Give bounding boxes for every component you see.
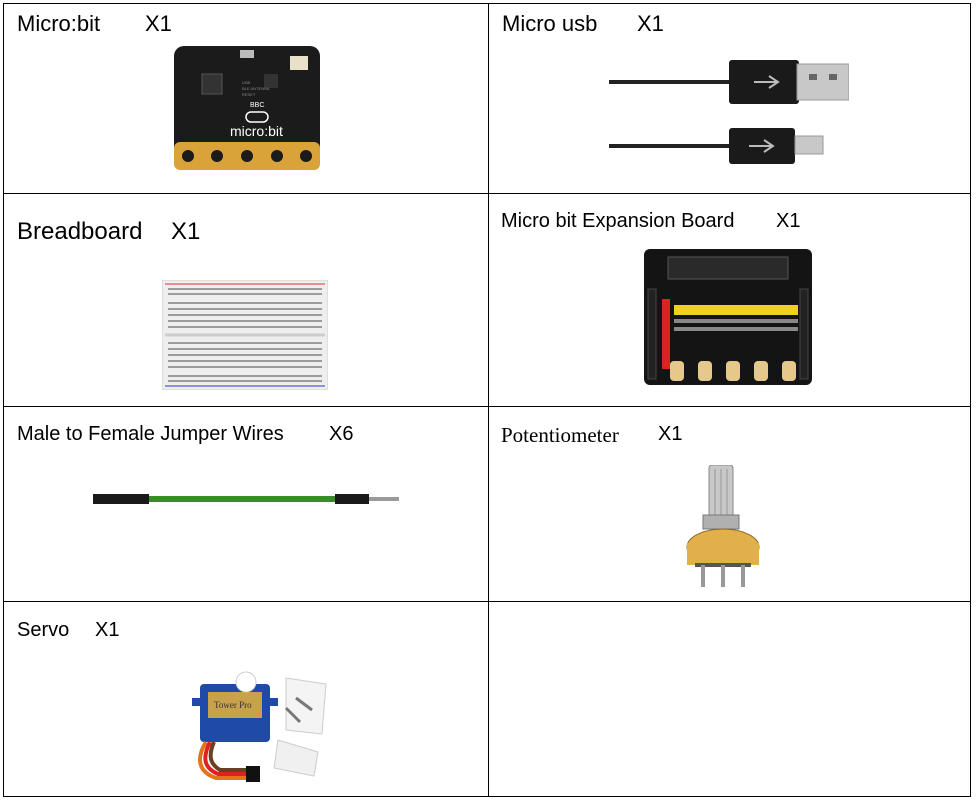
item-qty: X1 [145,11,172,36]
item-qty: X6 [329,423,354,445]
usb-cable-image [609,60,849,164]
row-divider [4,193,970,194]
breadboard-image [162,280,328,390]
item-qty: X1 [776,210,801,232]
svg-text:BLE ANTENNA: BLE ANTENNA [242,86,270,91]
item-name: Micro:bit [17,11,101,36]
board-bbc-text: BBC [250,102,264,109]
item-name: Potentiometer [501,423,619,447]
expansion-board-image [644,249,812,385]
cell-breadboard: Breadboard X1 [4,194,488,406]
item-qty: X1 [95,619,120,641]
cell-servo: Servo X1 Tower Pro [4,602,488,796]
servo-brand-text: Tower Pro [214,700,252,710]
item-name: Male to Female Jumper Wires [17,423,284,445]
cell-micro-usb: Micro usb X1 [489,4,970,193]
item-name: Micro bit Expansion Board [501,210,735,232]
svg-text:USB: USB [242,80,251,85]
svg-text:RESET: RESET [242,92,256,97]
cell-expansion-board: Micro bit Expansion Board X1 [489,194,970,406]
potentiometer-image [686,465,760,587]
item-name: Breadboard [17,218,143,245]
item-name: Servo [17,619,70,641]
jumper-wire-image [93,494,399,504]
row-divider [4,601,970,602]
cell-jumper-wires: Male to Female Jumper Wires X6 [4,407,488,601]
item-qty: X1 [658,423,683,445]
board-logo-text: micro:bit [230,123,283,139]
cell-empty [489,602,970,796]
cell-microbit: Micro:bit X1 USB BLE ANTENNA RESET micro… [4,4,488,193]
parts-table: Micro:bit X1 USB BLE ANTENNA RESET micro… [3,3,971,797]
item-qty: X1 [637,11,664,36]
column-divider [488,4,489,796]
row-divider [4,406,970,407]
item-name: Micro usb [502,11,598,36]
servo-image: Tower Pro [192,671,327,782]
item-qty: X1 [171,218,201,245]
cell-potentiometer: Potentiometer X1 [489,407,970,601]
microbit-board-image: USB BLE ANTENNA RESET micro:bit BBC [174,46,320,170]
